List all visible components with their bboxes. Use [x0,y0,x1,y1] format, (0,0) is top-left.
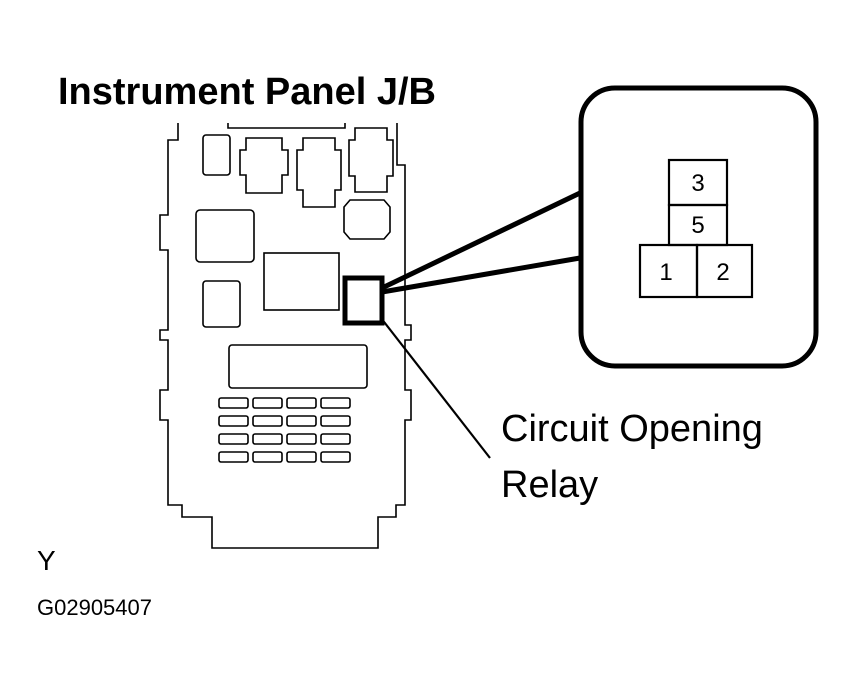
connector-detail-frame [578,85,819,369]
figure-code: G02905407 [37,595,152,620]
module-top-3 [296,137,342,208]
module-wide [228,344,368,389]
pin-cell-2 [695,243,754,299]
fuse [320,397,351,409]
callout-label-line1: Circuit Opening [501,408,763,450]
fuse [320,415,351,427]
fuse [218,433,249,445]
module-top-1 [202,134,231,176]
module-left-lower [202,280,241,328]
fuse-grid [218,397,351,463]
connector-detail: 3 5 1 2 [578,85,819,369]
leader-line [380,317,491,459]
corner-mark: Y [37,545,56,576]
fuse [286,433,317,445]
circuit-opening-relay [342,275,385,326]
fuse [286,397,317,409]
diagram-title: Instrument Panel J/B [58,71,436,113]
pin-label-1: 1 [659,259,672,286]
fuse [286,451,317,463]
zoom-callout-wedge [380,190,582,295]
fuse [218,397,249,409]
junction-block-outline [159,123,412,549]
fuse [252,451,283,463]
fuse [218,415,249,427]
pin-label-5: 5 [691,212,704,239]
module-center [263,252,340,311]
fuse [320,433,351,445]
fuse [320,451,351,463]
fuse [252,397,283,409]
wedge-line-upper [380,190,582,291]
callout-label-line2: Relay [501,464,598,506]
module-right-small [343,199,391,240]
junction-block [159,123,412,549]
fuse [218,451,249,463]
pin-label-3: 3 [691,170,704,197]
fuse [252,433,283,445]
module-top-2 [239,137,289,194]
module-top-4 [348,127,394,193]
pin-label-2: 2 [716,259,729,286]
fuse [252,415,283,427]
wedge-line-lower [381,255,581,295]
module-left-large [195,209,255,263]
fuse [286,415,317,427]
junction-block-top-cap [227,123,346,129]
